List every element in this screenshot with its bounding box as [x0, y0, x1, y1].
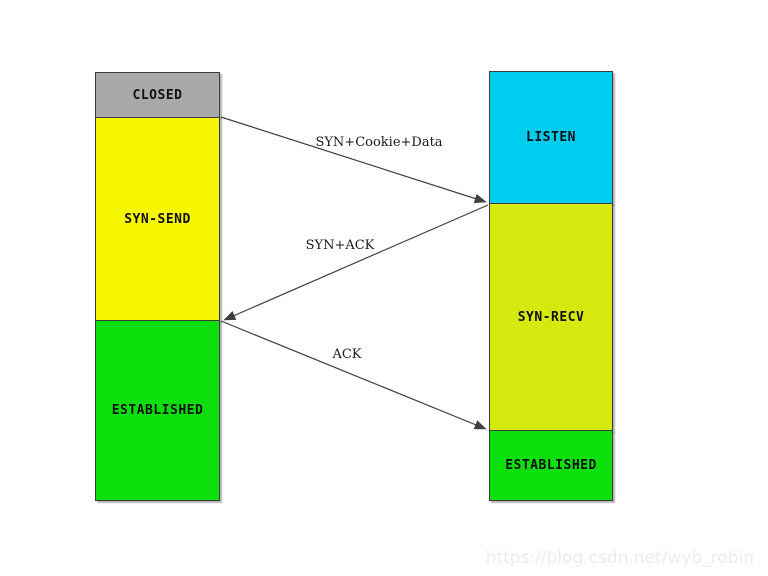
state-box-client-closed: CLOSED: [95, 72, 220, 118]
arrow-syn-cookie-data: [220, 116, 487, 204]
state-label-listen: LISTEN: [526, 130, 576, 145]
message-label-ack: ACK: [332, 347, 362, 362]
state-box-client-established: ESTABLISHED: [95, 320, 220, 501]
state-label-syn-recv: SYN-RECV: [517, 309, 585, 325]
state-label-client-established: ESTABLISHED: [111, 403, 204, 418]
state-box-server-established: ESTABLISHED: [489, 430, 613, 501]
arrow-syn-ack: [223, 204, 489, 321]
message-label-syn-ack: SYN+ACK: [305, 238, 375, 253]
state-label-server-established: ESTABLISHED: [505, 458, 597, 473]
state-label-syn-send: SYN-SEND: [124, 211, 191, 227]
watermark-url: https://blog.csdn.net/wyb_robin: [485, 548, 754, 568]
state-label-closed: CLOSED: [132, 87, 183, 103]
message-label-syn-cookie-data: SYN+Cookie+Data: [315, 135, 443, 150]
arrow-ack: [220, 320, 487, 430]
state-box-server-listen: LISTEN: [489, 71, 613, 204]
state-box-client-syn-send: SYN-SEND: [95, 117, 220, 321]
state-box-server-syn-recv: SYN-RECV: [489, 203, 613, 431]
